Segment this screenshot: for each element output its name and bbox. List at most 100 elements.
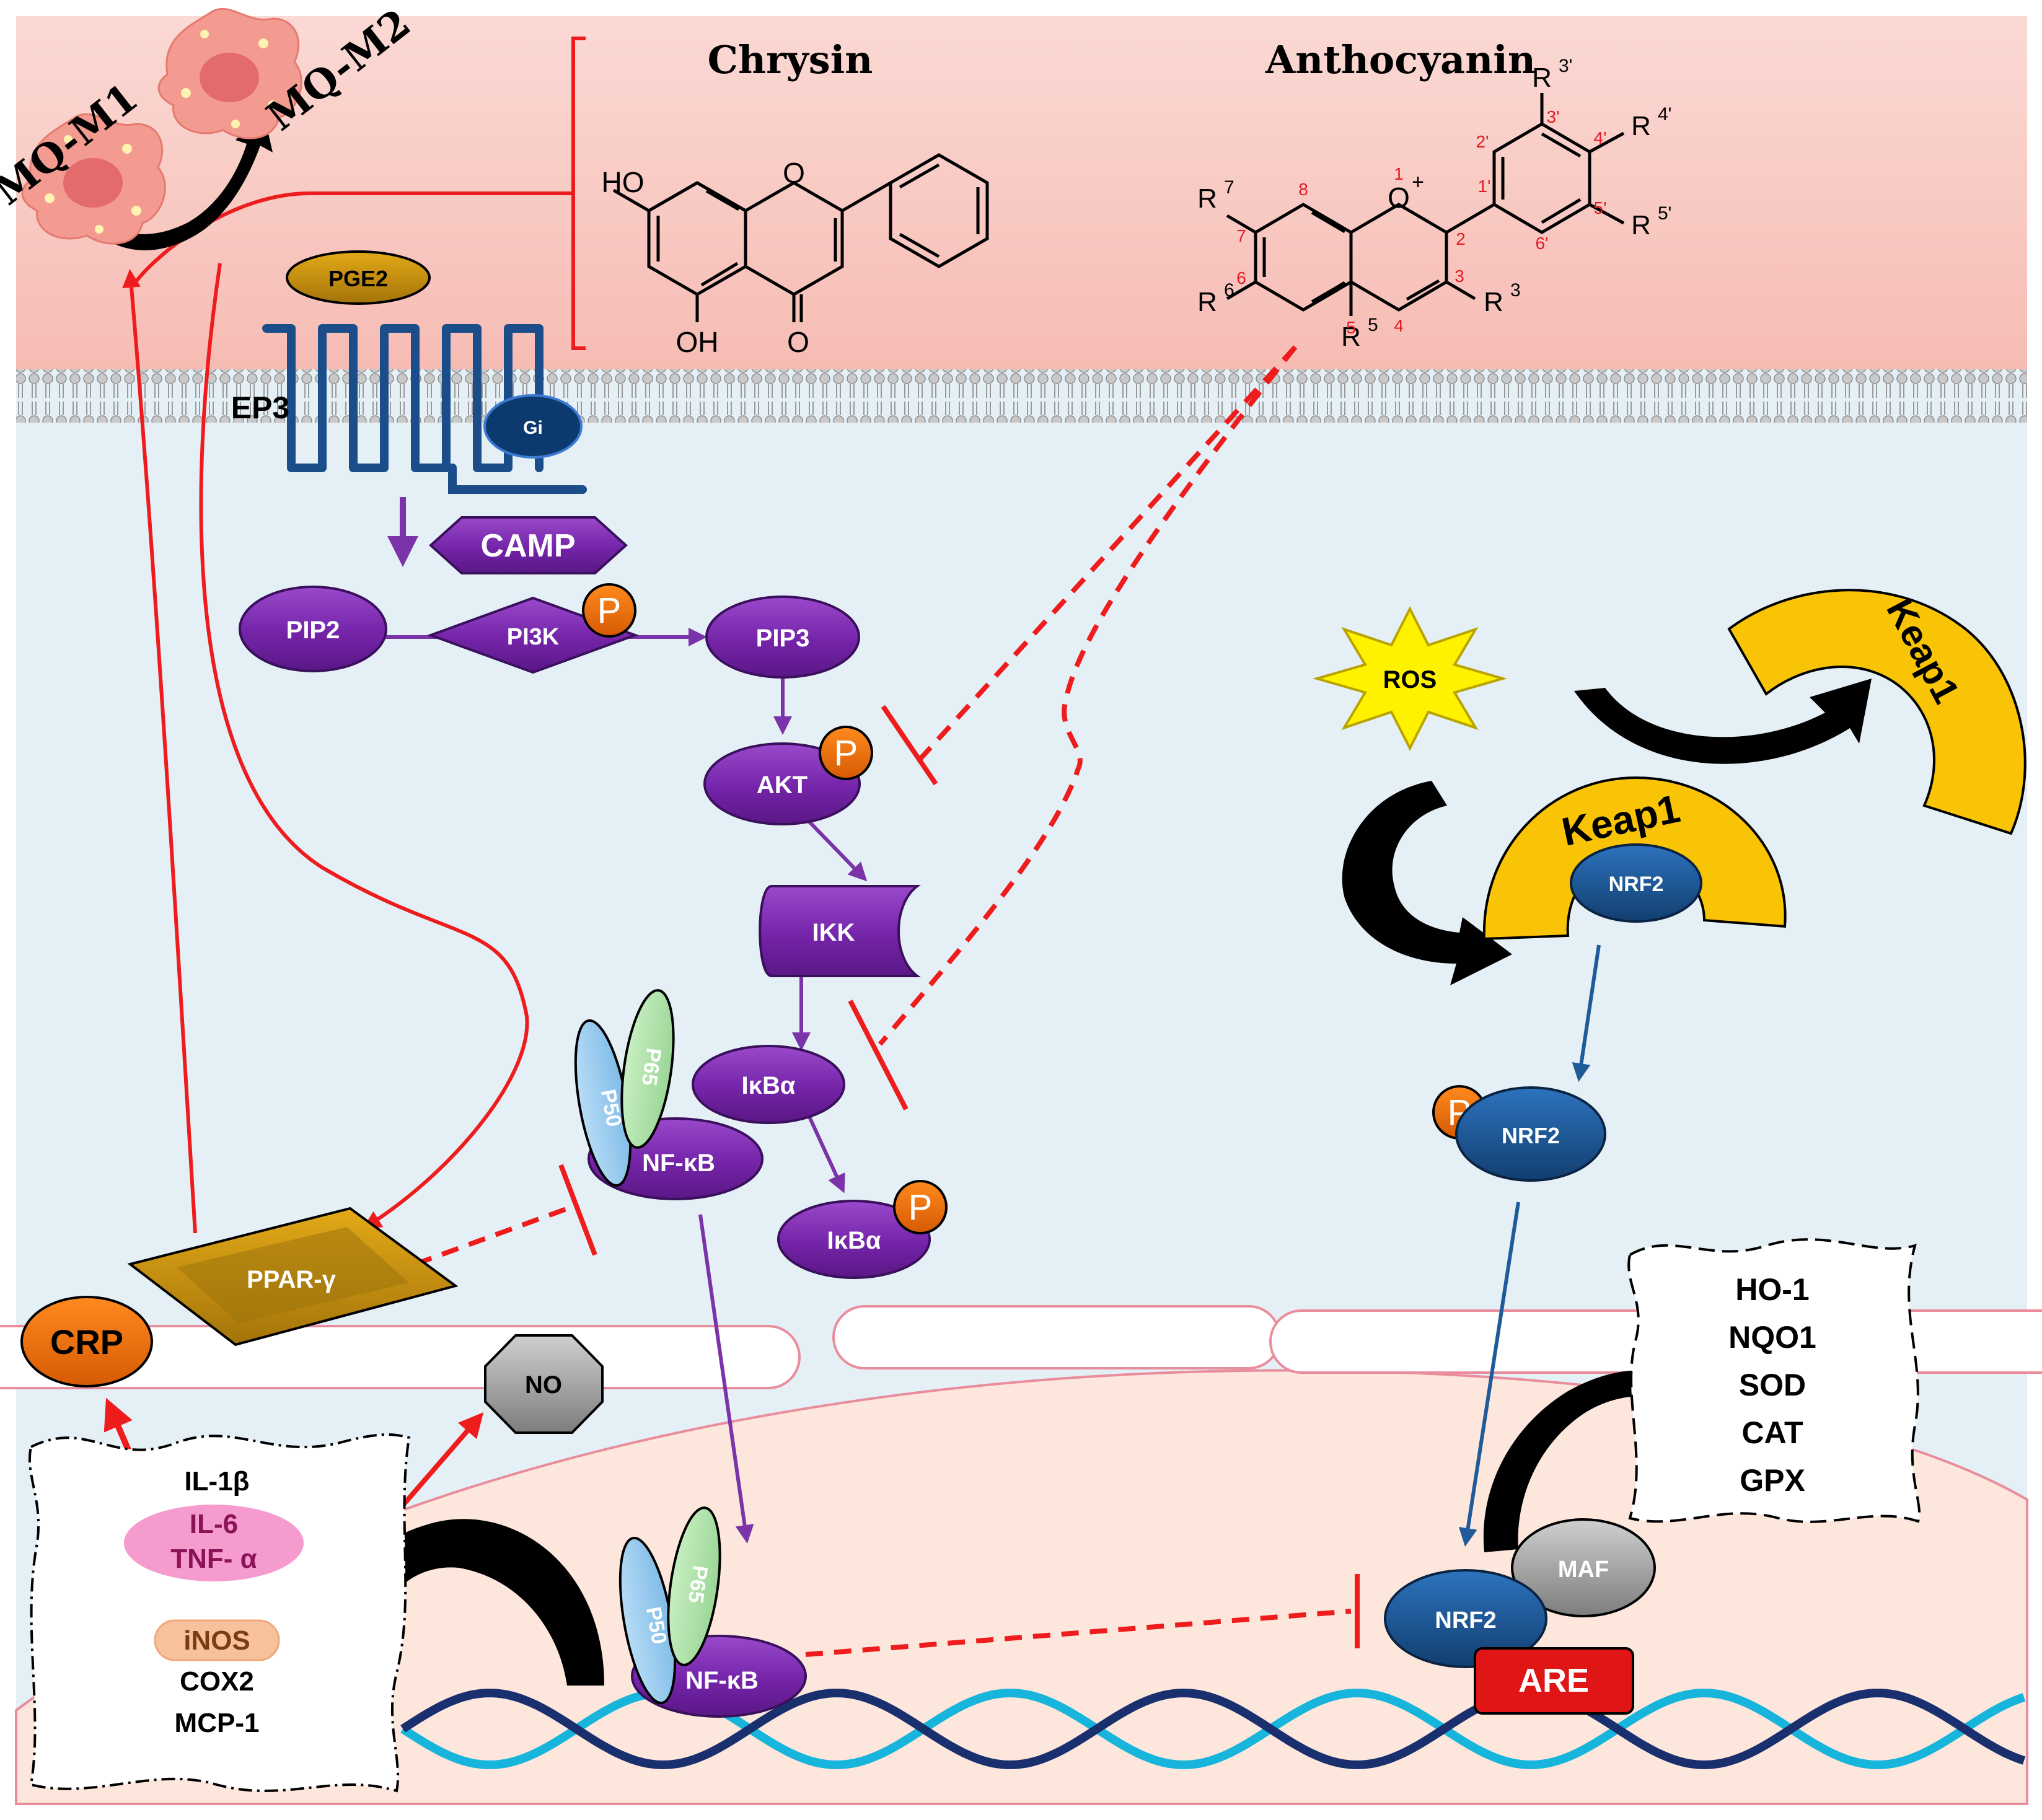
cell-membrane [16, 369, 2027, 423]
inos-highlight [154, 1619, 280, 1661]
arrow-nfkb-to-nucleus [698, 1214, 754, 1544]
maf-node: MAF [1511, 1518, 1656, 1617]
cytokine-inos: iNOS [183, 1625, 250, 1656]
gi-protein-node: Gi [483, 394, 583, 459]
connections [103, 37, 1601, 1657]
inhibition-anthocyanin-to-akt [915, 345, 1297, 764]
svg-text:5: 5 [1368, 315, 1378, 335]
gene-ho1: HO-1 [1735, 1272, 1809, 1307]
arrow-akt-to-ikk [804, 816, 868, 882]
macrophage-m2-icon [157, 7, 302, 139]
chrysin-structure [612, 153, 989, 322]
cytokine-il1b: IL-1β [184, 1466, 249, 1497]
keap1-nrf2-complex: Keap1 NRF2 [1482, 776, 1787, 941]
pge2-node: PGE2 [286, 250, 431, 305]
nfkb-cytoplasm-label: NF-κB [642, 1150, 715, 1177]
chrysin-name: Chrysin [708, 37, 873, 82]
svg-text:3': 3' [1559, 56, 1572, 76]
camp-label: CAMP [480, 528, 575, 564]
ikk-label: IKK [812, 919, 855, 946]
svg-text:P: P [597, 591, 622, 631]
keap1-release-arrow [1574, 679, 1872, 764]
pi3k-label: PI3K [507, 624, 560, 650]
no-label: NO [525, 1371, 562, 1399]
svg-text:7: 7 [1236, 226, 1246, 245]
svg-text:1: 1 [1394, 164, 1404, 183]
ros-node: ROS [1312, 606, 1508, 751]
ikba-phospho-label: IκBα [827, 1227, 881, 1254]
macrophage-m1-icon [21, 113, 166, 245]
svg-text:R: R [1197, 287, 1217, 317]
svg-text:P: P [909, 1187, 933, 1228]
ros-label: ROS [1383, 666, 1437, 693]
nrf2-nucleus-node: NRF2 [1384, 1569, 1547, 1668]
inhibition-ppar-to-nfkb [414, 1203, 578, 1267]
svg-text:R: R [1484, 287, 1503, 317]
anthocyanin-structure [1226, 93, 1625, 316]
il6-highlight [124, 1505, 304, 1581]
chrysin-ring-o: O [783, 157, 805, 189]
svg-text:5': 5' [1594, 198, 1607, 218]
anthocyanin-plus: + [1412, 170, 1424, 194]
anthocyanin-substituents: R 7 R 6 R 5 R 3 R 3' R 4' R 5' [1197, 56, 1671, 352]
phospho-ikba-badge: P [893, 1180, 948, 1234]
svg-text:5': 5' [1658, 203, 1671, 224]
camp-node: CAMP [429, 516, 628, 574]
gene-nqo1: NQO1 [1728, 1320, 1816, 1355]
arrow-pnrf2-to-nucleus [1458, 1202, 1520, 1547]
anthocyanin-atom-numbers: 1 2 3 4 5 6 7 8 1' 2' 3' 4' 5' 6' [1236, 107, 1606, 337]
svg-text:6: 6 [1236, 268, 1246, 288]
crp-node: CRP [20, 1296, 153, 1387]
p65-nucleus-label: P65 [684, 1564, 712, 1604]
gi-label: Gi [523, 418, 543, 438]
anthocyanin-name: Anthocyanin [1265, 37, 1536, 82]
ikba-phospho-node: IκBα [777, 1200, 931, 1279]
svg-text:5: 5 [1346, 318, 1356, 337]
svg-text:2': 2' [1476, 132, 1489, 151]
svg-text:R: R [1631, 111, 1651, 141]
svg-text:8: 8 [1298, 180, 1308, 199]
pip3-label: PIP3 [756, 625, 810, 652]
svg-text:6: 6 [1224, 280, 1234, 301]
cytokine-box: IL-1β IL-6 TNF- α iNOS COX2 MCP-1 [28, 1433, 411, 1793]
gene-sod: SOD [1739, 1368, 1806, 1402]
akt-label: AKT [757, 772, 808, 799]
phospho-pi3k-badge: P [582, 583, 636, 638]
cytokine-il6: IL-6 [190, 1509, 238, 1539]
ppar-gamma-label: PPAR-γ [247, 1266, 336, 1293]
phospho-akt-badge: P [819, 726, 873, 780]
nrf2-nucleus-label: NRF2 [1435, 1607, 1496, 1633]
ros-activation-arrow [1342, 781, 1512, 985]
arrow-ppar-to-macrophage [122, 269, 197, 1234]
cytokine-tnfa: TNF- α [170, 1544, 257, 1574]
svg-text:7: 7 [1224, 177, 1234, 198]
nfkb-nucleus-complex: NF-κB P50 P65 [618, 1506, 807, 1718]
svg-text:4': 4' [1658, 104, 1671, 125]
nrf2-phospho-node: NRF2 [1455, 1086, 1606, 1182]
svg-text:3: 3 [1454, 266, 1464, 286]
gene-cat: CAT [1741, 1415, 1803, 1450]
chrysin-carbonyl-o: O [787, 326, 809, 358]
nfkb-cytoplasm-complex: NF-κB P50 P65 [574, 989, 764, 1200]
ppar-gamma-node: PPAR-γ [127, 1207, 459, 1347]
ikba-node: IκBα [692, 1045, 845, 1124]
dna-strand-2 [400, 1689, 2026, 1769]
svg-text:3: 3 [1510, 280, 1521, 301]
pge2-label: PGE2 [328, 266, 388, 291]
arrow-keap1-nrf2-to-pnrf2 [1572, 944, 1601, 1082]
pip3-node: PIP3 [705, 596, 860, 679]
arrow-compound-to-ppar [199, 263, 529, 1229]
p65-cytoplasm-label: P65 [637, 1047, 666, 1087]
ikk-node: IKK [759, 885, 921, 977]
are-element: ARE [1474, 1647, 1634, 1715]
svg-text:3': 3' [1547, 107, 1560, 126]
svg-text:P: P [834, 733, 858, 773]
svg-text:4: 4 [1394, 316, 1404, 335]
no-node: NO [484, 1334, 604, 1434]
chrysin-oh: OH [676, 326, 719, 358]
nrf2-complex-label: NRF2 [1609, 873, 1664, 896]
maf-label: MAF [1558, 1557, 1609, 1583]
cytokine-cox2: COX2 [180, 1666, 254, 1697]
anthocyanin-ring-o: O [1388, 182, 1410, 214]
